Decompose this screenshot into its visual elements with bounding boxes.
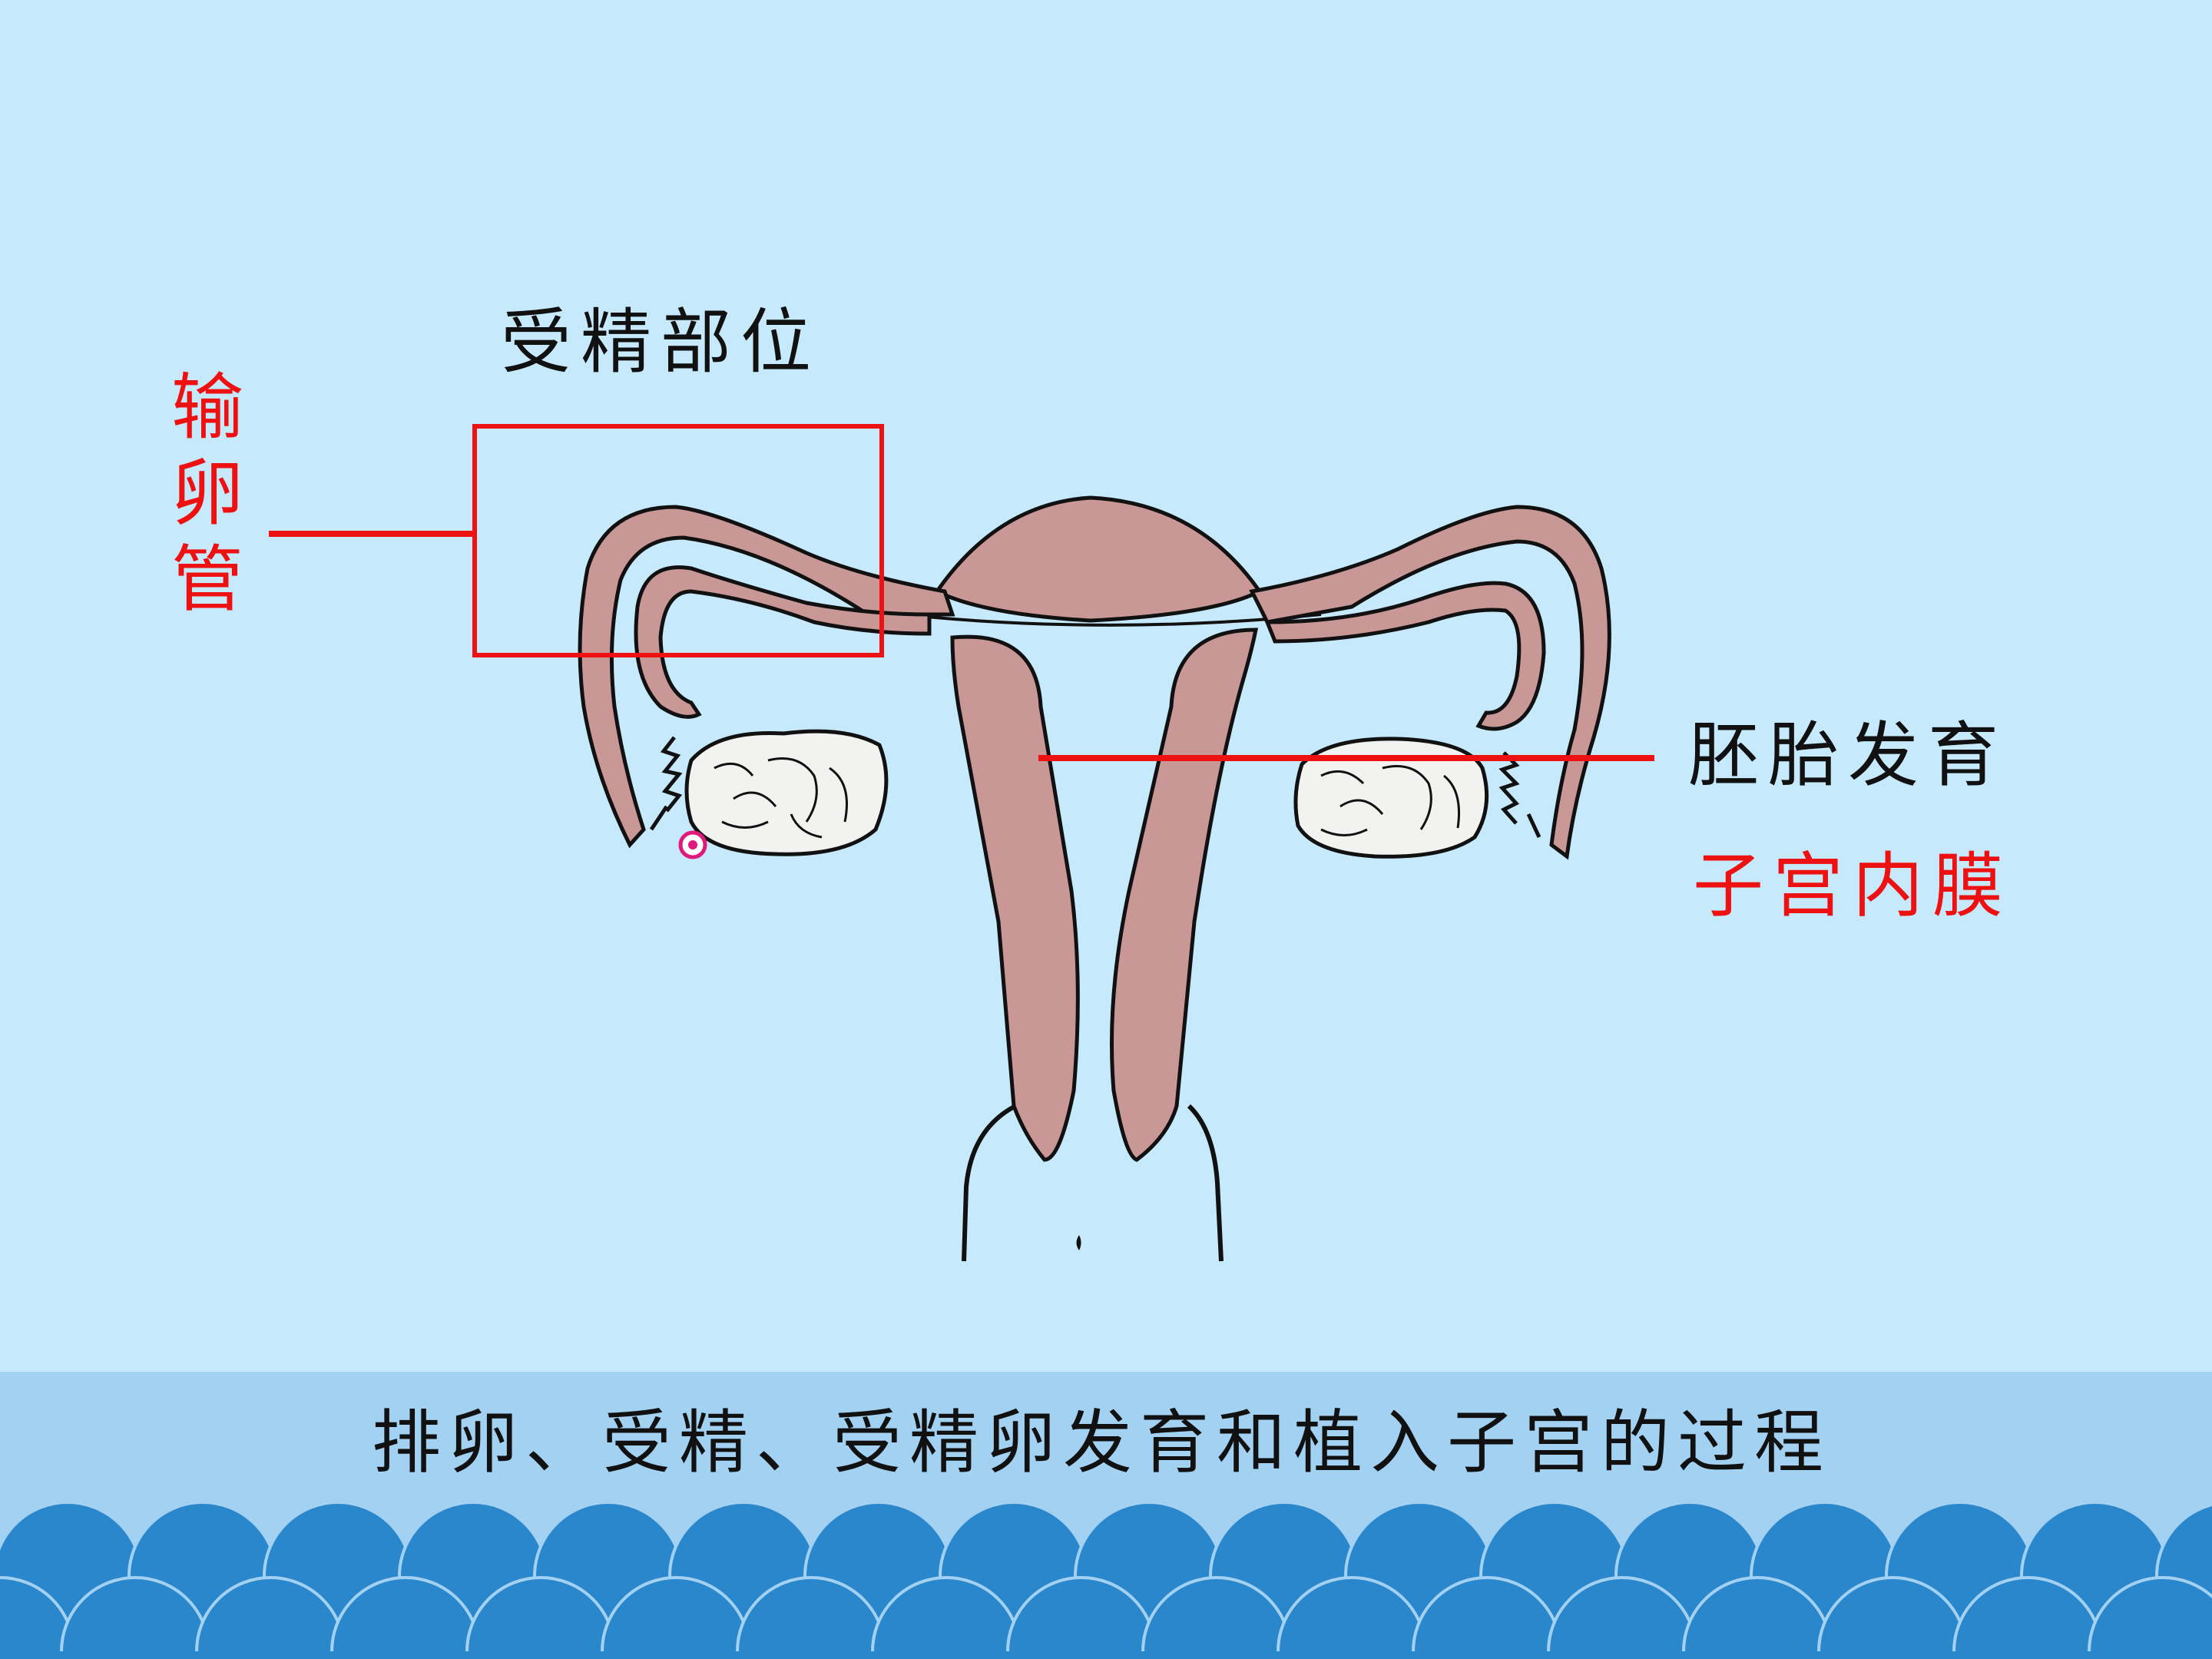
fimbriae-right (1498, 751, 1541, 839)
fertilization-site-label: 受精部位 (501, 301, 821, 383)
slide-caption: 排卵、受精、受精卵发育和植入子宫的过程 (372, 1402, 1831, 1483)
wave-base (0, 1651, 2212, 1659)
ovary-right (1293, 737, 1489, 859)
released-egg-nucleus (688, 840, 697, 849)
oviduct-left (578, 505, 955, 849)
oviduct-right-inner (1264, 581, 1546, 731)
cervix-opening (1076, 1235, 1081, 1250)
uterus-wall-right (1110, 628, 1259, 1162)
ovary-left-folds (714, 757, 848, 839)
ovary-right-folds (1320, 765, 1461, 836)
fimbriae-left (649, 736, 683, 831)
oviduct-left-inner (634, 565, 932, 719)
oviduct-right (1249, 505, 1611, 860)
fertilization-site-box (472, 424, 884, 657)
embryo-development-label: 胚胎发育 (1688, 714, 2008, 796)
vagina-outline (962, 1104, 1224, 1262)
endometrium-label: 子宫内膜 (1693, 845, 2013, 927)
uterus-wall-left (950, 634, 1080, 1162)
ovary-left (684, 729, 889, 856)
oviduct-label: 输卵管 (159, 369, 243, 627)
